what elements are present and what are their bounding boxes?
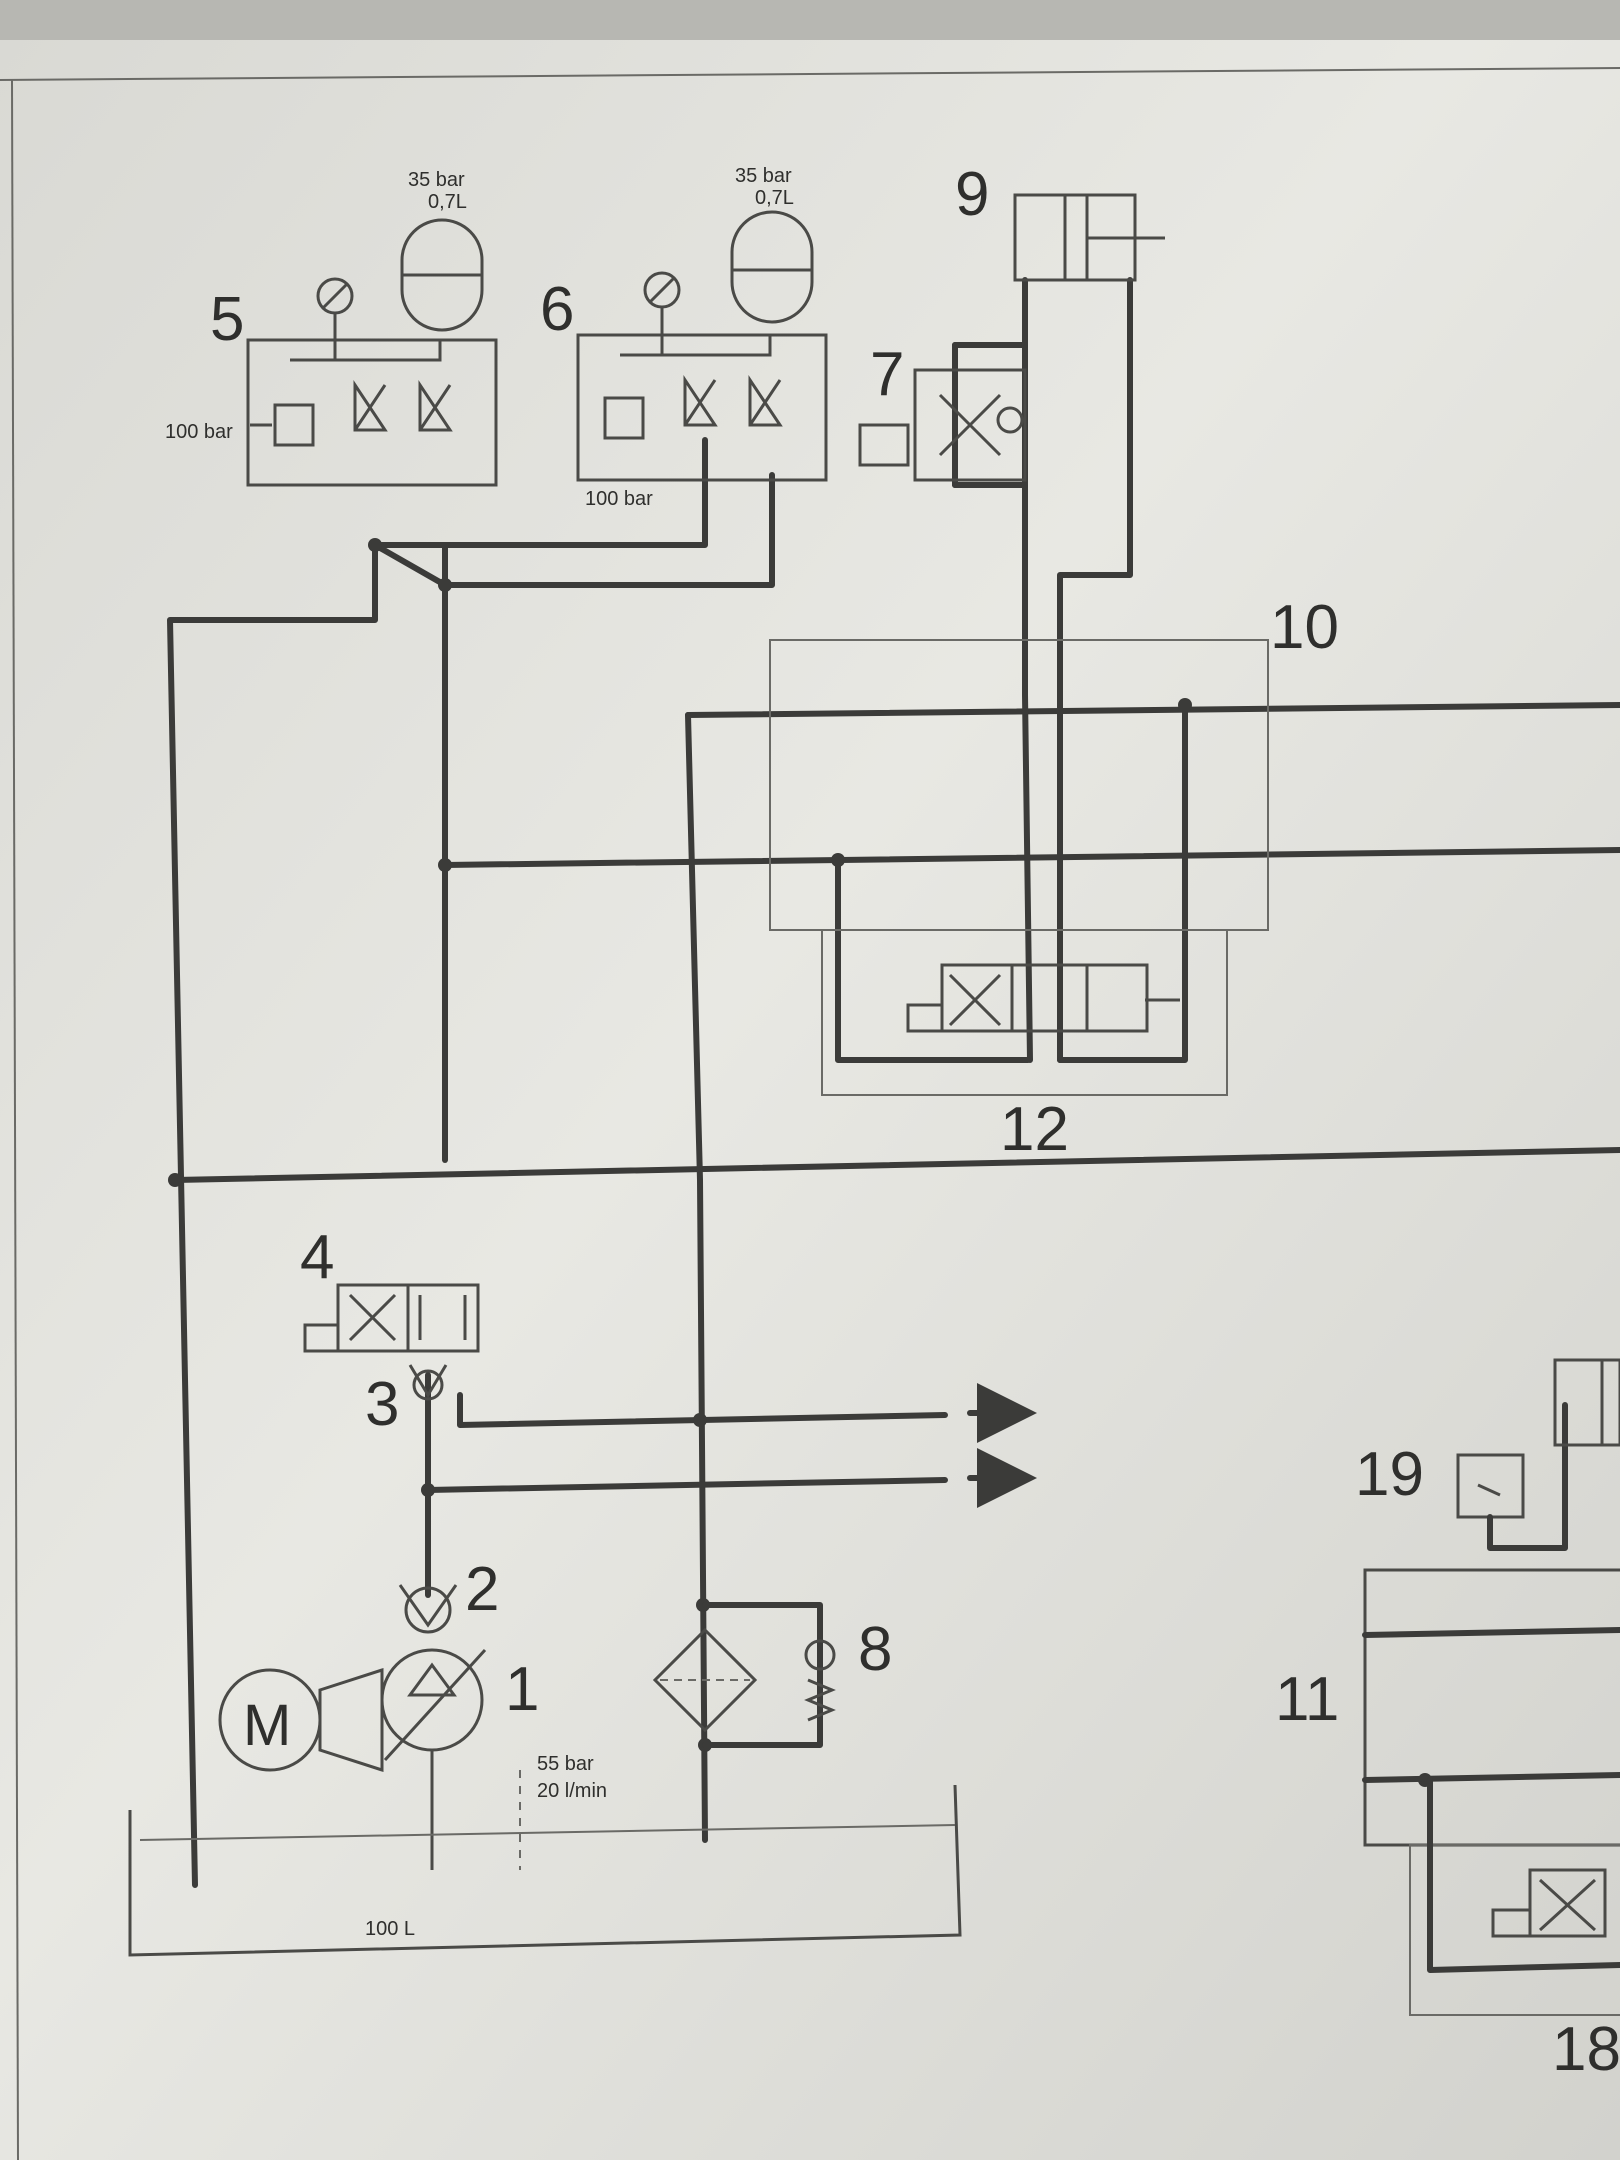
filter-8 [652,1602,836,1748]
main-lines [167,277,1620,1888]
label-2: 2 [465,1555,499,1624]
check-valve-3 [408,1364,448,1401]
flow-control-valve-7 [858,368,1027,482]
pressure-switch-19 [1456,1358,1620,1551]
label-7: 7 [870,340,904,409]
accumulator-block-6 [576,210,828,482]
relief-5-setting: 100 bar [165,421,233,443]
label-18: 18 [1552,2015,1620,2084]
accumulator-5-pressure: 35 bar [408,169,465,191]
label-1: 1 [505,1655,539,1724]
label-10: 10 [1270,593,1339,662]
label-3: 3 [365,1370,399,1439]
accumulator-6-volume: 0,7L [755,187,794,209]
motor-label: M [243,1693,291,1758]
cylinder-9 [1013,193,1165,282]
outlet-arrows [967,1383,1037,1508]
paper-sheet [0,40,1620,2160]
accumulator-5-volume: 0,7L [428,191,467,213]
sheet-border-left [11,79,19,2160]
relief-6-setting: 100 bar [585,488,653,510]
sheet-border-top [0,67,1620,81]
directional-valve-12 [821,929,1228,1096]
label-5: 5 [210,285,244,354]
label-19: 19 [1355,1440,1424,1509]
pump-flow: 20 l/min [537,1780,607,1802]
label-12: 12 [1000,1095,1069,1164]
motor [218,1667,384,1773]
tank-fluid-level [139,1824,956,1841]
label-8: 8 [858,1615,892,1684]
accumulator-block-5 [246,218,498,487]
label-4: 4 [300,1223,334,1292]
label-6: 6 [540,275,574,344]
pump-pressure: 55 bar [537,1753,594,1775]
label-11: 11 [1275,1665,1339,1734]
accumulator-6-pressure: 35 bar [735,165,792,187]
directional-valve-4 [303,1283,480,1353]
check-valve-2 [398,1584,458,1634]
label-9: 9 [955,160,989,229]
tank [128,1784,962,1957]
directional-valve-18 [1409,1777,1620,2016]
tank-volume: 100 L [365,1918,415,1940]
